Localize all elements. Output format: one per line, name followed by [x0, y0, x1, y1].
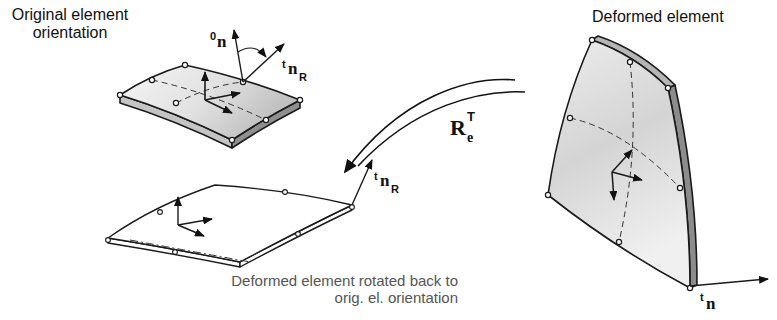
drawing-part [117, 62, 302, 142]
superscript: 0 [210, 30, 216, 42]
drawing-part [204, 72, 206, 100]
drawing-part [616, 239, 621, 244]
drawing-part [690, 279, 768, 286]
superscript: t [700, 291, 704, 303]
matrix-symbol: R [450, 116, 466, 140]
drawing-part [545, 37, 692, 290]
drawing-part [120, 65, 300, 140]
drawing-part [106, 238, 111, 243]
drawing-part [297, 97, 302, 102]
drawing-part [152, 80, 266, 120]
drawing-part [589, 37, 594, 42]
drawing-part [182, 62, 187, 67]
drawing-part [173, 250, 178, 255]
superscript: T [467, 110, 475, 124]
drawing-part [130, 240, 250, 262]
rotated-element [106, 160, 372, 267]
drawing-part [158, 210, 163, 215]
deformed-element [545, 36, 768, 291]
vector-symbol: n [288, 60, 297, 79]
drawing-part [108, 185, 352, 262]
drawing-part [106, 190, 355, 255]
subscript: R [391, 183, 399, 195]
drawing-part [173, 100, 178, 105]
drawing-part [205, 93, 240, 100]
drawing-part [205, 72, 240, 113]
drawing-part [283, 190, 288, 195]
vector-symbol: n [217, 33, 226, 52]
drawing-part [665, 85, 670, 90]
drawing-part [178, 219, 212, 225]
drawing-part [263, 117, 268, 122]
drawing-part [177, 197, 178, 225]
drawing-part [234, 30, 284, 82]
drawing-part [612, 172, 642, 180]
rotation-arrow [345, 80, 525, 172]
vector-symbol: n [380, 172, 389, 191]
subscript: R [299, 71, 307, 83]
drawing-part [229, 137, 234, 142]
drawing-part [149, 77, 154, 82]
drawing-part [176, 82, 243, 103]
caption-label: Deformed element rotated back to orig. e… [226, 272, 458, 307]
drawing-part [296, 232, 301, 237]
drawing-part [358, 92, 525, 166]
drawing-part [545, 192, 550, 197]
drawing-part [548, 40, 690, 288]
drawing-part [178, 225, 204, 236]
drawing-part [205, 100, 232, 113]
heading-label: Original element orientation [4, 6, 136, 43]
vector-symbol: n [706, 295, 715, 314]
drawing-part [238, 48, 266, 57]
heading-label: Deformed element [592, 8, 724, 26]
drawing-part [612, 150, 768, 286]
drawing-part [627, 59, 632, 64]
drawing-part [612, 172, 614, 200]
drawing-part [234, 30, 243, 82]
drawing-part [677, 185, 682, 190]
drawing-part [567, 115, 572, 120]
drawing-part [243, 44, 284, 82]
drawing-part [570, 118, 680, 188]
subscript: e [467, 130, 473, 145]
superscript: t [374, 170, 378, 182]
drawing-part [350, 205, 355, 210]
original-element [117, 30, 302, 148]
drawing-part [612, 150, 632, 172]
superscript: t [282, 58, 286, 70]
drawing-part [178, 160, 372, 236]
drawing-part [352, 160, 372, 205]
drawing-part [117, 92, 122, 97]
